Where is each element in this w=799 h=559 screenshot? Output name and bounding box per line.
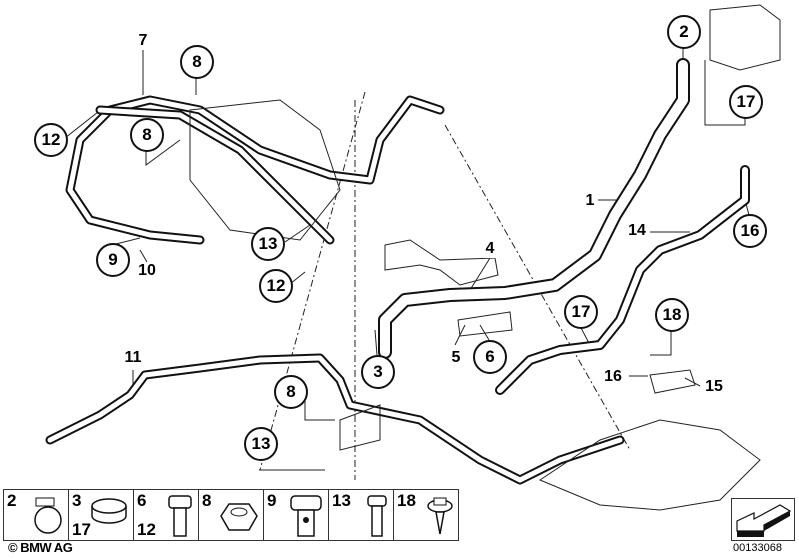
callout-8[interactable]: 8 <box>274 375 308 409</box>
copyright: © BMW AG <box>8 540 73 555</box>
orientation-arrow-box <box>731 498 795 541</box>
clamp-ring-icon <box>91 498 127 524</box>
callout-9[interactable]: 9 <box>96 243 130 277</box>
callout-12[interactable]: 12 <box>34 123 68 157</box>
banjo-bolt-icon <box>290 495 322 537</box>
legend-hex-nut[interactable]: 8 <box>199 490 264 540</box>
callout-7[interactable]: 7 <box>137 32 149 50</box>
callout-18[interactable]: 18 <box>655 298 689 332</box>
callout-17[interactable]: 17 <box>729 85 763 119</box>
legend-flange-bolt[interactable]: 13 <box>329 490 394 540</box>
document-number: 00133068 <box>733 542 782 554</box>
callout-2[interactable]: 2 <box>667 15 701 49</box>
callout-15[interactable]: 15 <box>704 378 724 396</box>
callout-16[interactable]: 16 <box>733 214 767 248</box>
callout-10[interactable]: 10 <box>137 262 157 280</box>
callout-13[interactable]: 13 <box>251 227 285 261</box>
callout-13[interactable]: 13 <box>244 427 278 461</box>
callout-5[interactable]: 5 <box>450 349 462 367</box>
reference-lines <box>259 91 631 480</box>
callout-4[interactable]: 4 <box>484 240 496 258</box>
brackets <box>339 239 696 451</box>
callout-3[interactable]: 3 <box>361 355 395 389</box>
hex-nut-icon <box>220 503 258 531</box>
leader-lines <box>64 48 750 471</box>
pump-and-gear <box>189 4 781 511</box>
hose-clamp-icon <box>34 497 62 534</box>
callout-14[interactable]: 14 <box>627 222 647 240</box>
callout-11[interactable]: 11 <box>123 349 143 367</box>
callout-8[interactable]: 8 <box>130 118 164 152</box>
callout-6[interactable]: 6 <box>473 340 507 374</box>
callout-1[interactable]: 1 <box>584 192 596 210</box>
legend-banjo-bolt[interactable]: 9 <box>264 490 329 540</box>
hex-bolt-icon <box>168 495 192 537</box>
parts-legend: 2 3 17 6 12 8 9 13 18 <box>3 489 459 541</box>
callout-16[interactable]: 16 <box>603 368 623 386</box>
callout-17[interactable]: 17 <box>564 295 598 329</box>
callout-12[interactable]: 12 <box>259 269 293 303</box>
legend-hex-bolt[interactable]: 6 12 <box>134 490 199 540</box>
screw-icon <box>427 497 453 535</box>
direction-arrow-icon <box>736 504 792 537</box>
legend-hose-clamp[interactable]: 2 <box>4 490 69 540</box>
legend-clamp-ring[interactable]: 3 17 <box>69 490 134 540</box>
flange-bolt-icon <box>367 495 387 537</box>
hoses <box>45 58 750 485</box>
callout-8[interactable]: 8 <box>180 45 214 79</box>
legend-self-tapping-screw[interactable]: 18 <box>394 490 458 540</box>
